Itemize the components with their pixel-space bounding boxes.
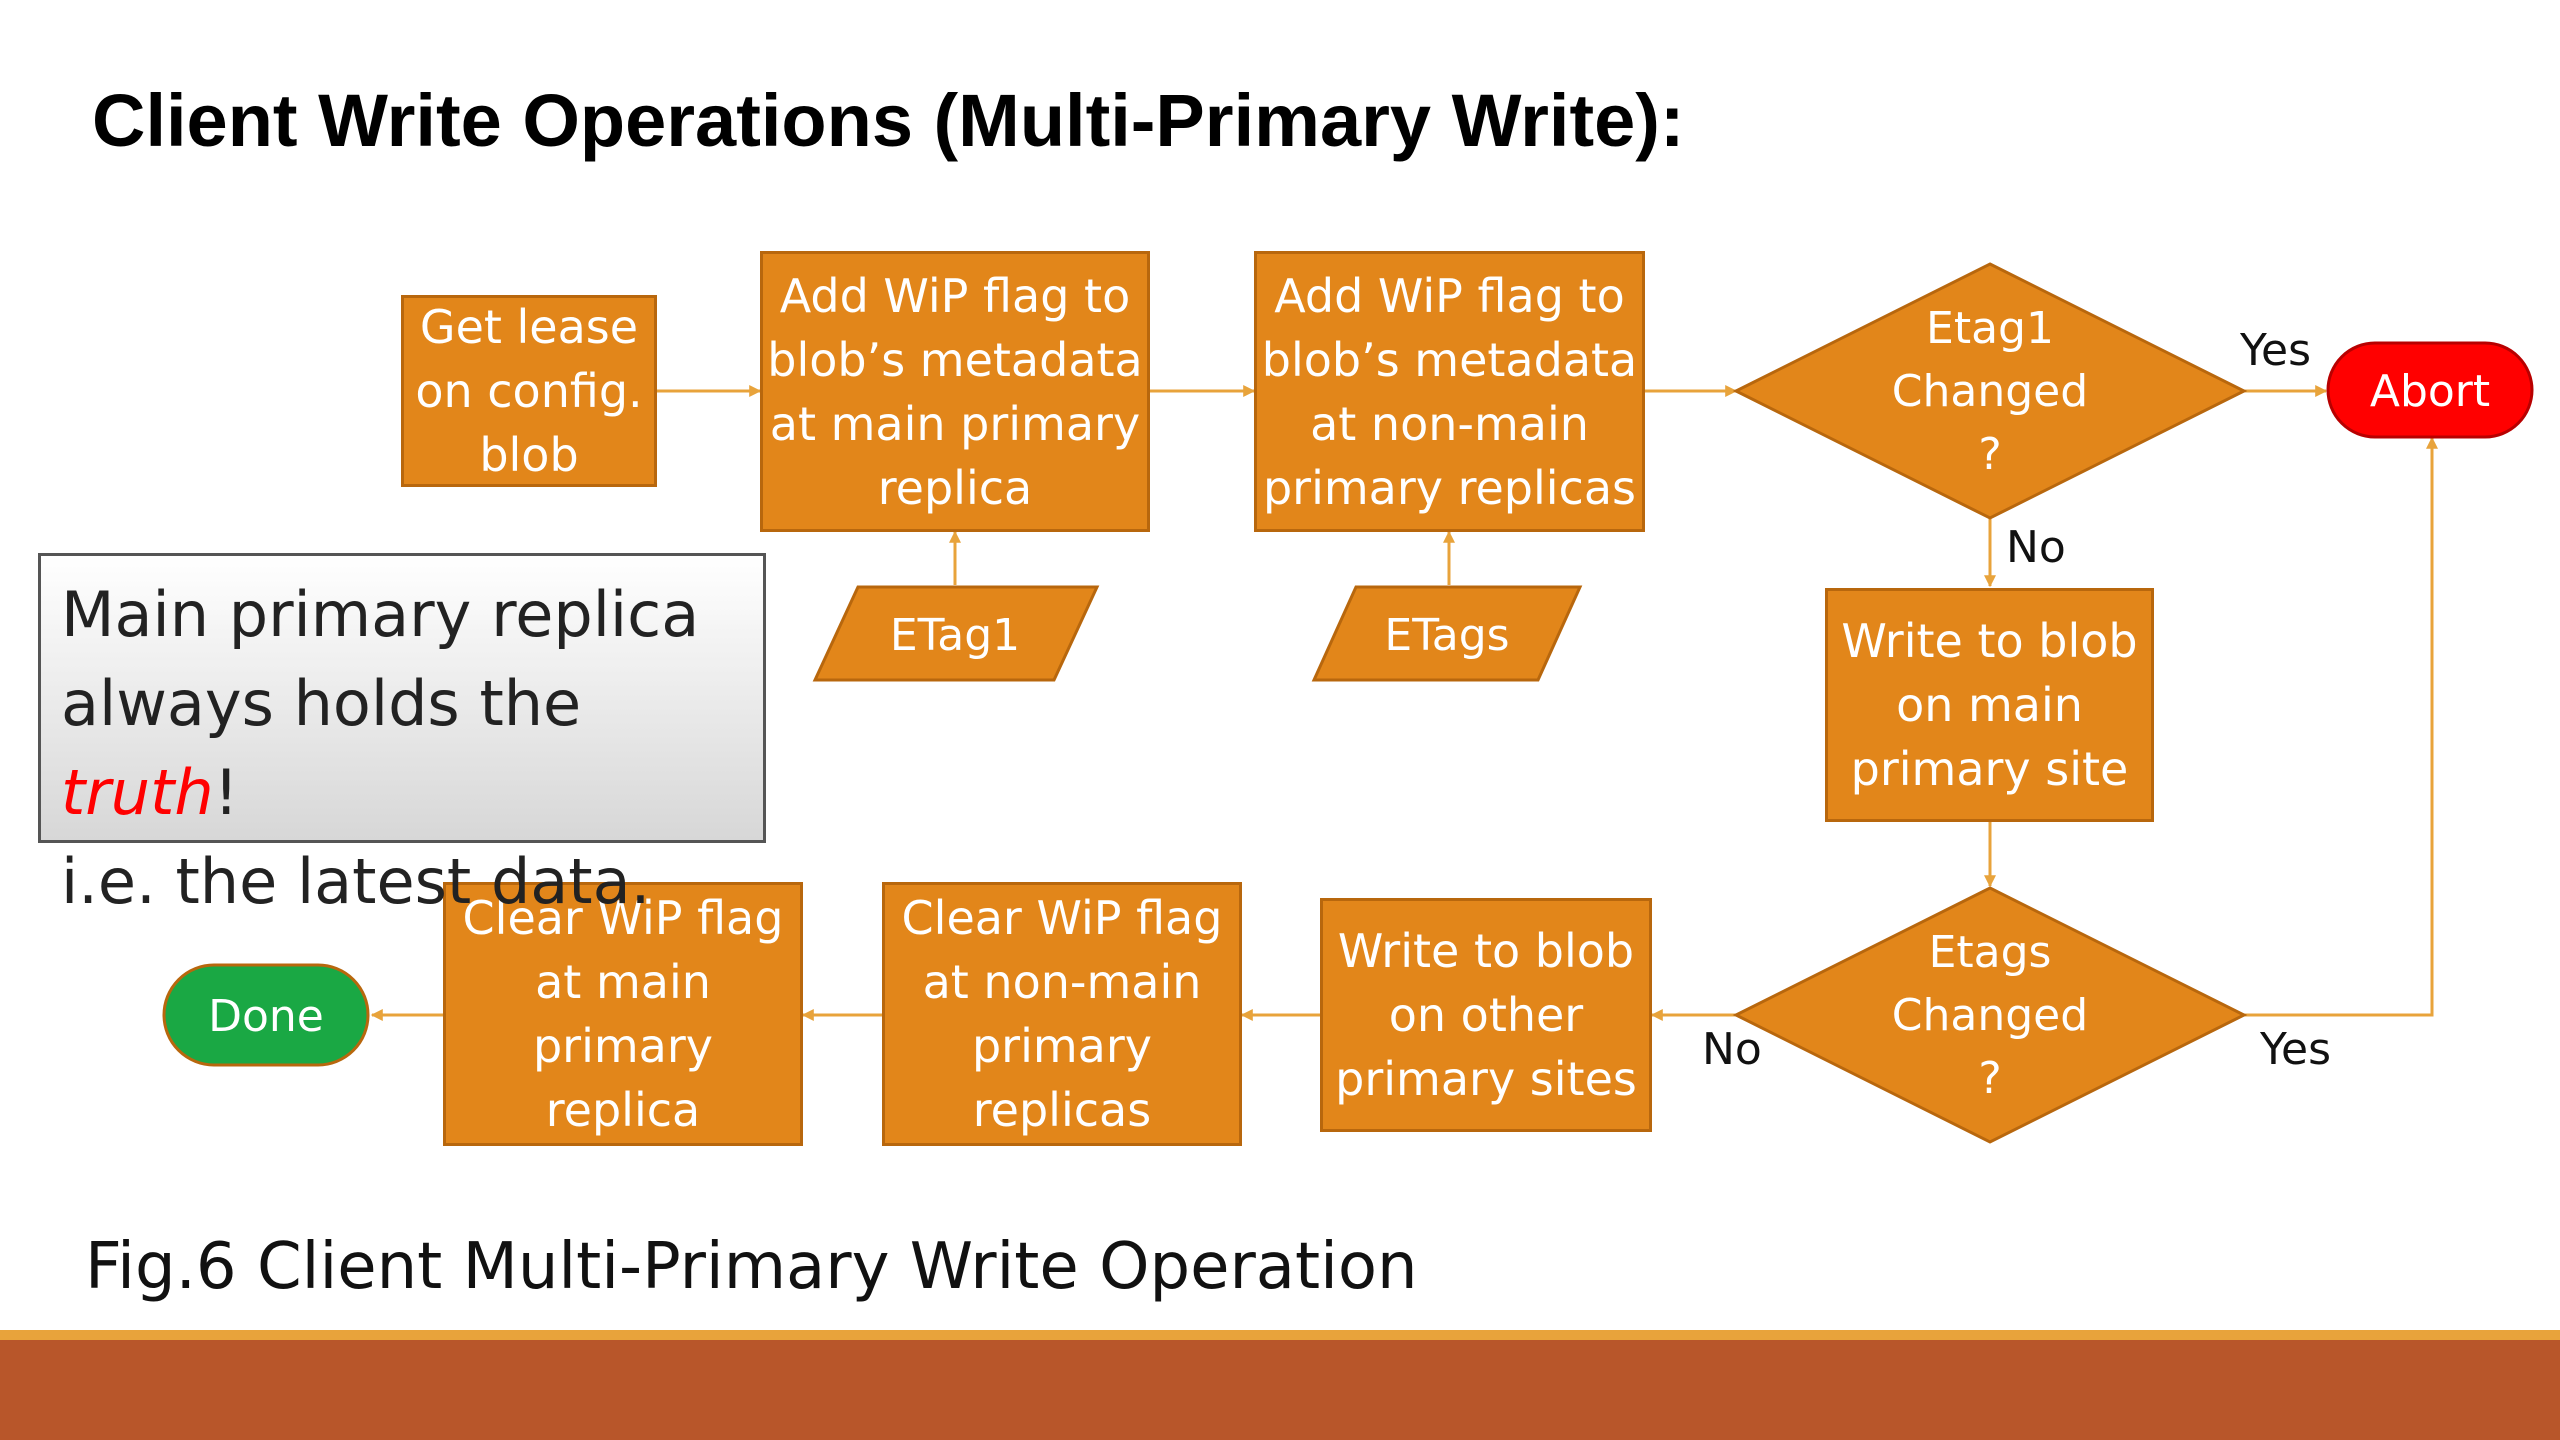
figure-caption: Fig.6 Client Multi-Primary Write Operati… xyxy=(85,1230,1418,1304)
clear-nonmain-line3: primary xyxy=(971,1019,1153,1073)
process-get-lease: Get lease on config. blob xyxy=(401,295,657,487)
note-line2-prefix: always holds the xyxy=(61,667,582,740)
note-line2: always holds the truth! xyxy=(61,659,745,837)
add-wip-nonmain-line4: primary replicas xyxy=(1262,460,1637,515)
add-wip-main-line4: replica xyxy=(877,460,1033,515)
clear-nonmain-line2: at non-main xyxy=(922,955,1202,1009)
clear-main-line1: Clear WiP flag xyxy=(462,891,784,945)
abort-label: Abort xyxy=(2370,366,2490,417)
edge-label-yes-etag1: Yes xyxy=(2240,325,2312,376)
etag1-input-label: ETag1 xyxy=(890,610,1020,661)
etag1-changed-line2: Changed xyxy=(1892,366,2088,417)
decision-etags-changed xyxy=(1732,886,2248,1144)
add-wip-main-line2: blob’s metadata xyxy=(767,332,1143,387)
arrow-yes-to-abort-return xyxy=(2244,436,2438,1017)
etags-input-label: ETags xyxy=(1384,610,1509,661)
note-line1: Main primary replica xyxy=(61,578,700,651)
process-clear-main: Clear WiP flag at main primary replica xyxy=(443,882,803,1146)
clear-main-line4: replica xyxy=(545,1083,701,1137)
note-line2-suffix: ! xyxy=(213,756,239,829)
write-main-line1: Write to blob xyxy=(1841,614,2138,668)
add-wip-nonmain-line3: at non-main xyxy=(1310,396,1589,451)
process-add-wip-nonmain: Add WiP flag to blob’s metadata at non-m… xyxy=(1254,251,1645,532)
etag1-changed-line3: ? xyxy=(1978,429,2001,480)
write-other-line1: Write to blob xyxy=(1337,924,1635,978)
note-line3: i.e. the latest data. xyxy=(61,845,651,918)
get-lease-line1: Get lease xyxy=(419,300,639,354)
etags-changed-line2: Changed xyxy=(1892,990,2088,1041)
etags-changed-line1: Etags xyxy=(1929,927,2052,978)
done-label: Done xyxy=(208,991,324,1042)
etag1-changed-line1: Etag1 xyxy=(1926,303,2054,354)
note-truth-emphasis: truth xyxy=(61,756,214,829)
truth-note: Main primary replica always holds the tr… xyxy=(38,553,766,918)
terminator-abort xyxy=(2326,341,2534,439)
page-title: Client Write Operations (Multi-Primary W… xyxy=(92,79,1685,162)
write-main-line3: primary site xyxy=(1850,742,2129,796)
decision-etag1-changed xyxy=(1732,262,2248,520)
write-other-line2: on other xyxy=(1388,988,1584,1042)
edge-label-yes-etags: Yes xyxy=(2260,1024,2332,1075)
footer-bar xyxy=(0,1340,2560,1440)
clear-nonmain-line1: Clear WiP flag xyxy=(901,891,1223,945)
edge-label-no-etags: No xyxy=(1702,1024,1762,1075)
clear-nonmain-line4: replicas xyxy=(972,1083,1152,1137)
process-write-main: Write to blob on main primary site xyxy=(1825,588,2154,822)
write-other-line3: primary sites xyxy=(1335,1052,1637,1106)
write-main-line2: on main xyxy=(1896,678,2083,732)
input-etag1 xyxy=(812,585,1100,682)
etags-changed-line3: ? xyxy=(1978,1053,2001,1104)
clear-main-line2: at main xyxy=(535,955,711,1009)
edge-label-no-etag1: No xyxy=(2006,522,2066,573)
add-wip-nonmain-line2: blob’s metadata xyxy=(1261,332,1638,387)
clear-main-line3: primary xyxy=(532,1019,714,1073)
process-add-wip-main: Add WiP flag to blob’s metadata at main … xyxy=(760,251,1150,532)
process-clear-nonmain: Clear WiP flag at non-main primary repli… xyxy=(882,882,1242,1146)
input-etags xyxy=(1311,585,1583,682)
add-wip-main-line3: at main primary xyxy=(769,396,1141,451)
add-wip-nonmain-line1: Add WiP flag to xyxy=(1274,268,1625,323)
terminator-done xyxy=(162,963,370,1067)
add-wip-main-line1: Add WiP flag to xyxy=(779,268,1131,323)
get-lease-line3: blob xyxy=(479,428,579,482)
footer-accent-line xyxy=(0,1330,2560,1340)
get-lease-line2: on config. xyxy=(415,364,643,418)
process-write-other: Write to blob on other primary sites xyxy=(1320,898,1652,1132)
